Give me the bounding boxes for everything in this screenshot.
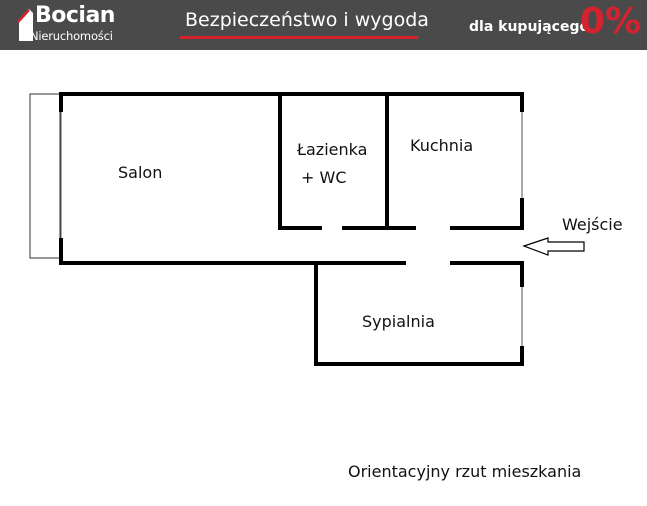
logo-name: Bocian bbox=[35, 3, 115, 28]
room-label-kuchnia: Kuchnia bbox=[410, 136, 473, 155]
room-label-sypialnia: Sypialnia bbox=[362, 312, 435, 331]
walls bbox=[59, 92, 524, 366]
buyer-percent: 0% bbox=[580, 1, 642, 42]
plan-caption: Orientacyjny rzut mieszkania bbox=[348, 462, 582, 481]
room-label-lazienka: Łazienka bbox=[296, 140, 367, 159]
entrance-label: Wejście bbox=[562, 215, 623, 234]
slogan: Bezpieczeństwo i wygoda bbox=[185, 9, 429, 31]
slogan-underline bbox=[180, 36, 418, 39]
logo-subtitle: Nieruchomości bbox=[30, 29, 113, 43]
room-label-wc: + WC bbox=[301, 168, 346, 187]
bocian-logo: Bocian Nieruchomości bbox=[18, 3, 118, 46]
header-banner: Bocian Nieruchomości Bezpieczeństwo i wy… bbox=[0, 0, 647, 50]
arrow-left-icon bbox=[522, 237, 585, 256]
window-lines bbox=[60, 110, 523, 348]
buyer-text: dla kupującego bbox=[469, 19, 590, 35]
room-label-salon: Salon bbox=[118, 163, 162, 182]
house-icon bbox=[18, 9, 33, 41]
balcony-outline bbox=[29, 93, 61, 259]
